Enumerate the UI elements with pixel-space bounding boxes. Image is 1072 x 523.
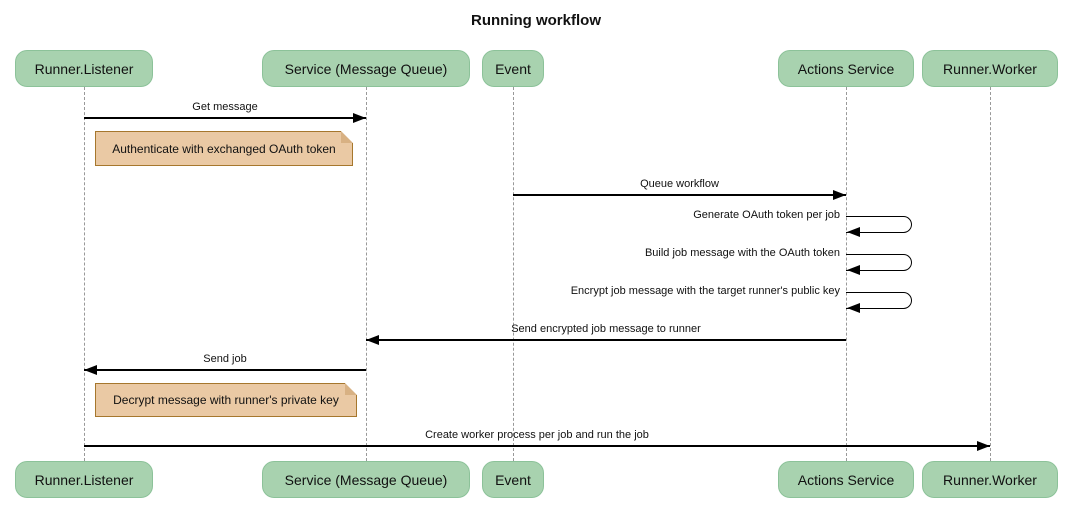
actor-top-runner-listener: Runner.Listener — [15, 50, 153, 87]
arrowhead-left-icon — [366, 335, 379, 345]
message-line-queue-workflow — [513, 194, 846, 196]
note-authenticate: Authenticate with exchanged OAuth token — [95, 131, 353, 166]
note-text: Authenticate with exchanged OAuth token — [112, 141, 336, 156]
message-label-generate-oauth: Generate OAuth token per job — [693, 209, 840, 221]
actor-top-runner-worker: Runner.Worker — [922, 50, 1058, 87]
actor-bottom-runner-worker: Runner.Worker — [922, 461, 1058, 498]
diagram-title: Running workflow — [471, 12, 601, 29]
message-label-create-worker: Create worker process per job and run th… — [425, 429, 649, 441]
self-loop-build-job-message — [846, 254, 912, 271]
actor-bottom-event: Event — [482, 461, 544, 498]
message-label-build-job-message: Build job message with the OAuth token — [644, 247, 840, 259]
arrowhead-right-icon — [833, 190, 846, 200]
message-label-encrypt-job-message: Encrypt job message with the target runn… — [570, 285, 840, 297]
actor-top-actions-service: Actions Service — [778, 50, 914, 87]
message-line-create-worker — [84, 445, 990, 447]
note-fold-icon — [341, 131, 353, 143]
arrowhead-left-icon — [84, 365, 97, 375]
actor-bottom-runner-listener: Runner.Listener — [15, 461, 153, 498]
arrowhead-left-icon — [847, 303, 860, 313]
note-fold-icon — [345, 383, 357, 395]
actor-top-service-message-queue: Service (Message Queue) — [262, 50, 470, 87]
actor-bottom-actions-service: Actions Service — [778, 461, 914, 498]
note-decrypt: Decrypt message with runner's private ke… — [95, 383, 357, 417]
message-line-send-encrypted — [366, 339, 846, 341]
note-text: Decrypt message with runner's private ke… — [113, 393, 339, 407]
arrowhead-left-icon — [847, 227, 860, 237]
message-label-send-job: Send job — [203, 353, 247, 365]
lifeline-event — [512, 87, 514, 461]
arrowhead-right-icon — [977, 441, 990, 451]
lifeline-actions-service — [845, 87, 847, 461]
arrowhead-right-icon — [353, 113, 366, 123]
self-loop-generate-oauth — [846, 216, 912, 233]
actor-top-event: Event — [482, 50, 544, 87]
self-loop-encrypt-job-message — [846, 292, 912, 309]
lifeline-runner-worker — [989, 87, 991, 461]
lifeline-runner-listener — [83, 87, 85, 461]
message-line-send-job — [84, 369, 366, 371]
message-label-get-message: Get message — [192, 101, 258, 113]
message-label-send-encrypted: Send encrypted job message to runner — [511, 323, 701, 335]
message-label-queue-workflow: Queue workflow — [640, 178, 719, 190]
message-line-get-message — [84, 117, 366, 119]
arrowhead-left-icon — [847, 265, 860, 275]
lifeline-service-message-queue — [365, 87, 367, 461]
actor-bottom-service-message-queue: Service (Message Queue) — [262, 461, 470, 498]
